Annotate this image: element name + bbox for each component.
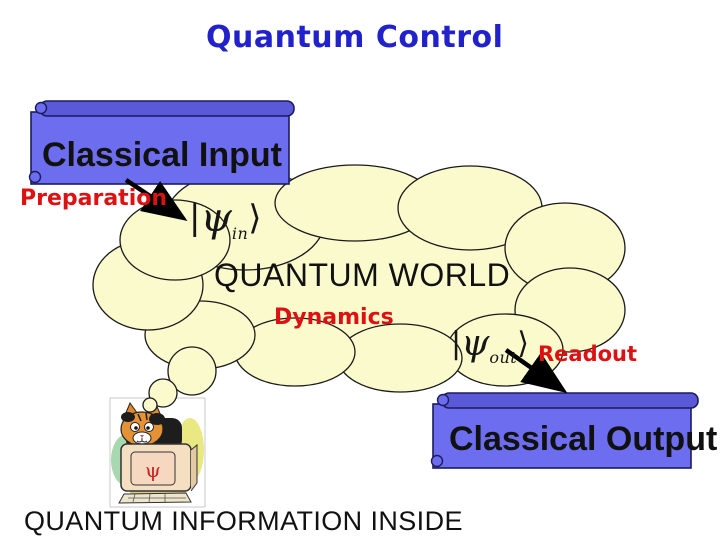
slide-title: Quantum Control [206,20,504,55]
preparation-label: Preparation [20,186,168,211]
scroll-curl-icon [430,454,444,468]
ket-bar: | [189,198,201,238]
scroll-curl-icon [28,170,42,184]
dynamics-label: Dynamics [274,305,394,330]
bottom-caption: QUANTUM INFORMATION INSIDE [24,506,463,536]
preparation-arrow [124,178,188,221]
psi-in-ket: |ψin⟩ [189,198,262,242]
psi-symbol: ψ [461,323,490,364]
thought-bubbles [142,346,217,413]
readout-arrow [504,348,568,394]
psi-out-ket: |ψout⟩ [451,326,529,366]
ket-rangle: ⟩ [248,198,262,238]
classical-input-banner [28,100,295,185]
psi-symbol: ψ [200,195,232,241]
ket-subscript: in [231,224,249,243]
classical-output-banner [430,392,699,469]
cat-computer-clipart: ψ [109,397,206,508]
ket-subscript: out [489,348,518,367]
monitor-psi-symbol: ψ [145,458,161,482]
quantum-world-title: QUANTUM WORLD [214,257,511,293]
quantum-world-cloud [92,164,626,393]
ket-rangle: ⟩ [517,326,529,361]
classical-output-label: Classical Output [449,420,718,458]
readout-label: Readout [538,342,638,366]
classical-input-label: Classical Input [42,136,282,174]
scroll-curl-icon [436,393,450,407]
ket-bar: | [451,326,462,361]
scroll-curl-icon [34,101,48,115]
monitor-screen [130,451,176,486]
